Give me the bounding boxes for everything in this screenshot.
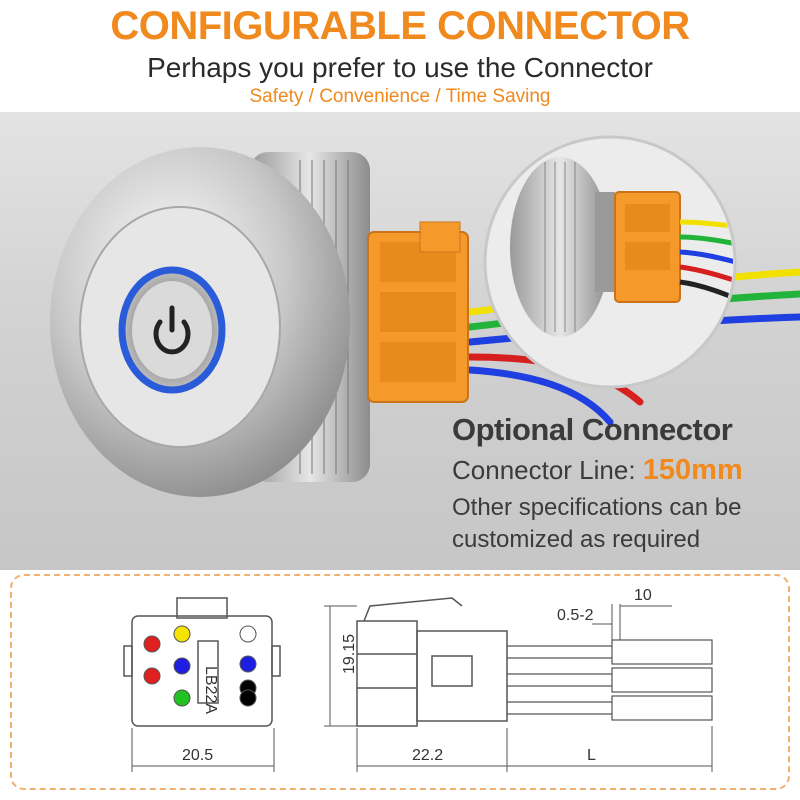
optional-connector-title: Optional Connector bbox=[452, 412, 733, 447]
pin-dot bbox=[239, 625, 257, 643]
tagline: Safety / Convenience / Time Saving bbox=[249, 86, 551, 107]
connector-line-label: Connector Line: bbox=[452, 455, 636, 485]
main-connector bbox=[367, 221, 469, 403]
product-photo: Optional Connector Connector Line: 150mm… bbox=[0, 112, 800, 570]
page-title: CONFIGURABLE CONNECTOR bbox=[110, 4, 690, 48]
dim-width: 20.5 bbox=[182, 747, 213, 764]
wire-leads bbox=[507, 639, 713, 721]
other-specs-text: Other specifications can be customized a… bbox=[452, 494, 742, 553]
dimension-drawing: LB22A 20.5 19.15 22.2 bbox=[123, 587, 713, 772]
connector-code: LB22A bbox=[202, 666, 219, 714]
button-bezel bbox=[50, 147, 350, 497]
pin-dot bbox=[173, 625, 191, 643]
connector-line-value: 150mm bbox=[642, 454, 743, 486]
pin-dot bbox=[173, 657, 191, 675]
dim-depth: 22.2 bbox=[412, 747, 443, 764]
power-icon bbox=[153, 305, 191, 355]
pin-dot bbox=[239, 689, 257, 707]
connector-front-view bbox=[123, 597, 281, 727]
connector-pins bbox=[143, 625, 257, 707]
connector-closeup bbox=[483, 135, 737, 389]
dim-tail: 10 bbox=[634, 587, 652, 604]
pin-dot bbox=[239, 655, 257, 673]
dim-height: 19.15 bbox=[341, 634, 358, 674]
connector-line-spec: Connector Line: 150mm bbox=[452, 454, 743, 487]
push-button-illustration bbox=[50, 135, 800, 497]
pin-dot bbox=[173, 689, 191, 707]
dim-length: L bbox=[587, 747, 596, 764]
connector-side-view bbox=[356, 597, 508, 727]
page-subtitle: Perhaps you prefer to use the Connector bbox=[147, 52, 653, 83]
dim-strip: 0.5-2 bbox=[557, 607, 594, 624]
header: CONFIGURABLE CONNECTOR Perhaps you prefe… bbox=[0, 0, 800, 112]
pin-dot bbox=[143, 635, 161, 653]
dimension-diagram: LB22A 20.5 19.15 22.2 bbox=[10, 574, 790, 790]
pin-dot bbox=[143, 667, 161, 685]
